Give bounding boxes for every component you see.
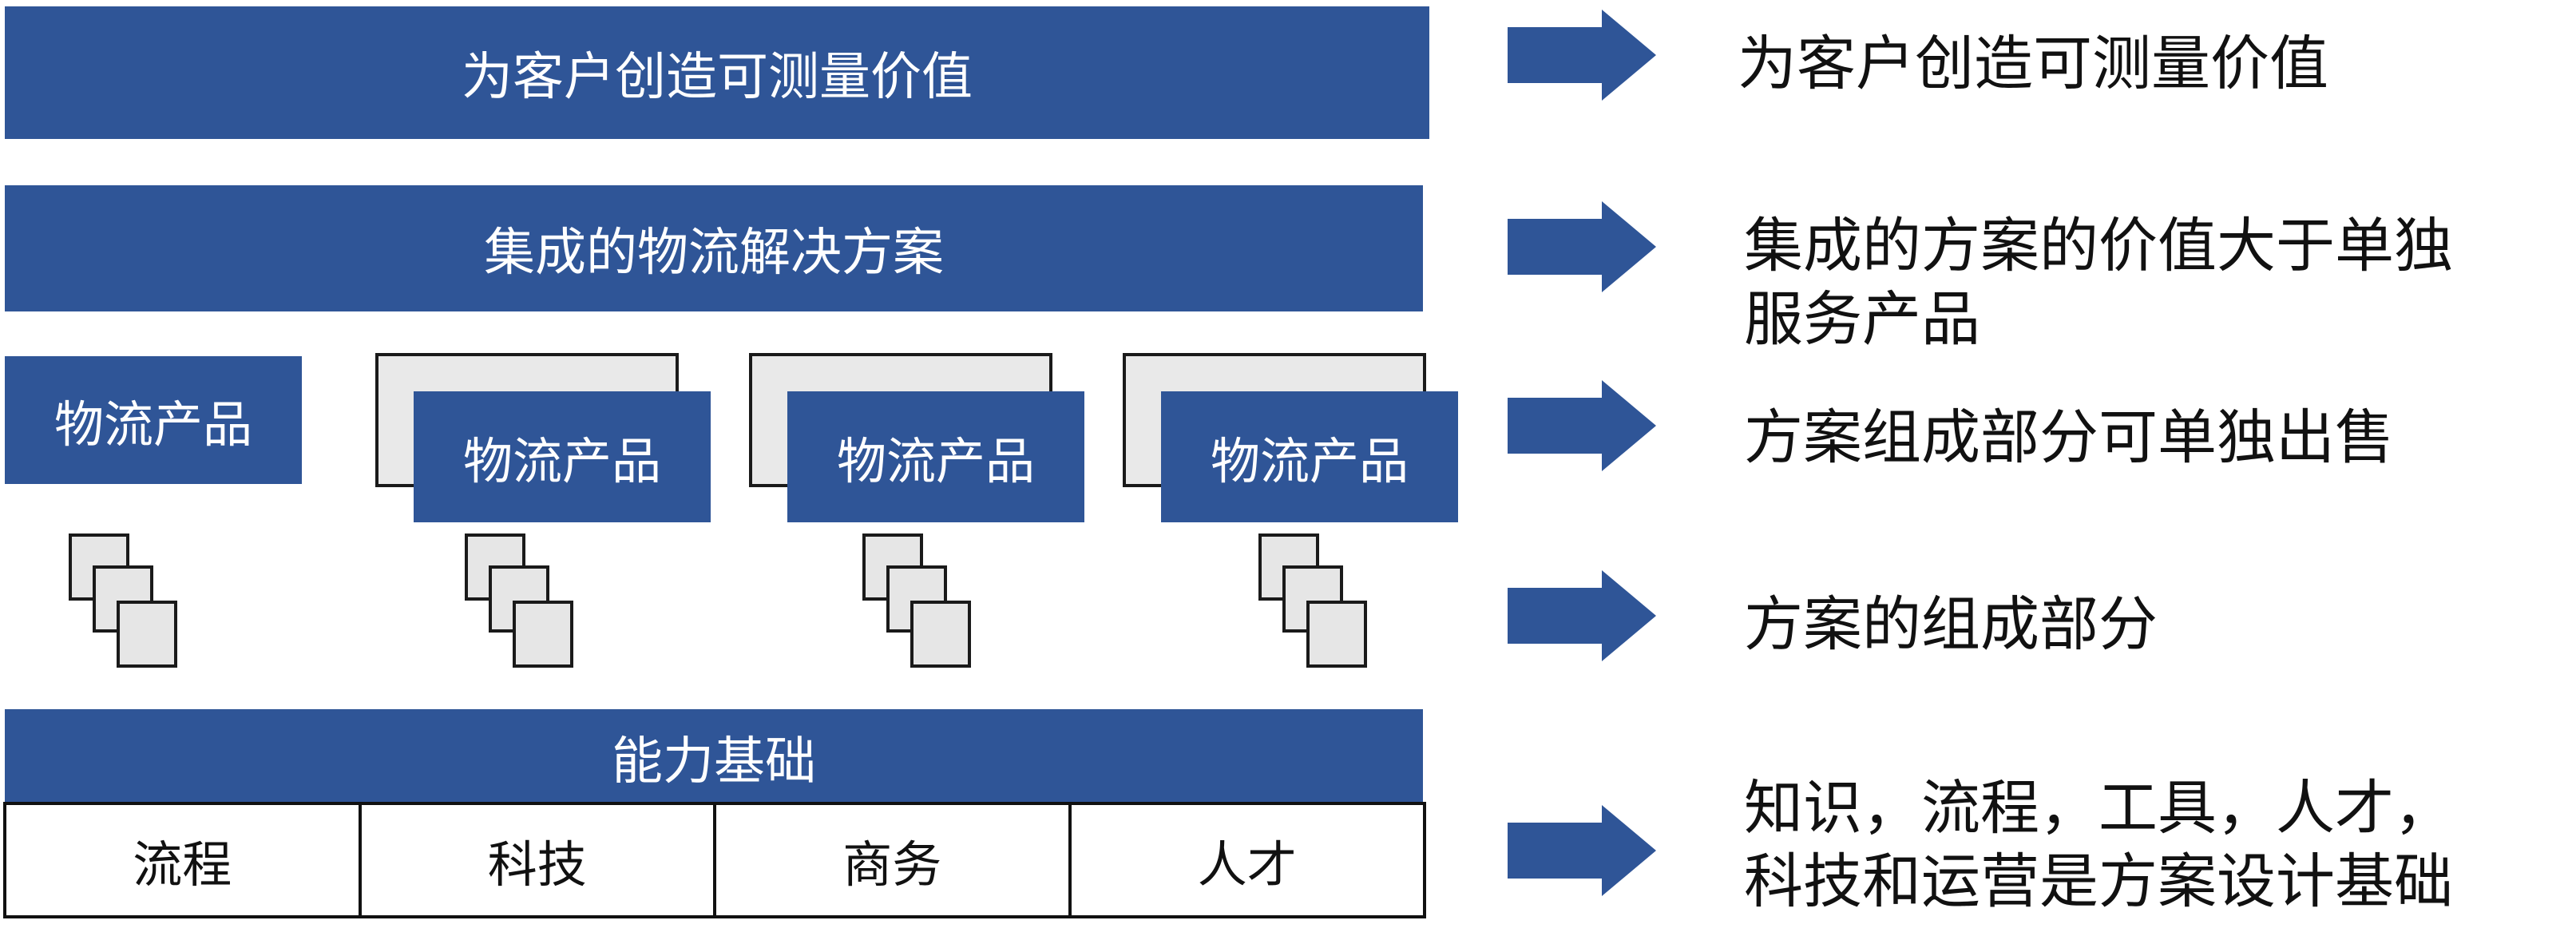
right-text-5-line1: 知识，流程，工具，人才， bbox=[1744, 774, 2453, 843]
foundation-cell-tech: 科技 bbox=[362, 805, 716, 915]
cell-label: 科技 bbox=[487, 835, 587, 894]
right-text-4: 方案的组成部分 bbox=[1744, 590, 2158, 659]
foundation-cell-process: 流程 bbox=[6, 805, 362, 915]
product-box-2: 物流产品 bbox=[414, 391, 711, 522]
foundation-band: 能力基础 bbox=[5, 709, 1423, 805]
right-arrow-icon bbox=[1508, 805, 1656, 896]
document-stack-icon bbox=[69, 533, 182, 680]
product-label: 物流产品 bbox=[1210, 432, 1409, 490]
right-text-1: 为客户创造可测量价值 bbox=[1738, 30, 2328, 98]
foundation-band-label: 能力基础 bbox=[612, 732, 816, 791]
document-stack-icon bbox=[862, 533, 976, 680]
foundation-cell-talent: 人才 bbox=[1072, 805, 1424, 915]
foundation-table: 流程 科技 商务 人才 bbox=[3, 802, 1426, 918]
right-text-2-line2: 服务产品 bbox=[1744, 285, 1980, 354]
product-label: 物流产品 bbox=[462, 432, 661, 490]
right-arrow-icon bbox=[1508, 10, 1656, 101]
right-text-5-line2: 科技和运营是方案设计基础 bbox=[1744, 847, 2453, 916]
product-box-1: 物流产品 bbox=[5, 356, 302, 484]
product-box-4: 物流产品 bbox=[1161, 391, 1458, 522]
solution-band: 集成的物流解决方案 bbox=[5, 185, 1423, 311]
right-arrow-icon bbox=[1508, 570, 1656, 661]
product-box-3: 物流产品 bbox=[787, 391, 1084, 522]
document-stack-icon bbox=[465, 533, 578, 680]
right-text-5: 知识，流程，工具，人才， 科技和运营是方案设计基础 bbox=[1744, 771, 2453, 918]
right-text-2: 集成的方案的价值大于单独 服务产品 bbox=[1744, 209, 2453, 356]
document-stack-icon bbox=[1258, 533, 1372, 680]
product-label: 物流产品 bbox=[54, 395, 252, 454]
value-band: 为客户创造可测量价值 bbox=[5, 6, 1429, 139]
right-text-3: 方案组成部分可单独出售 bbox=[1744, 403, 2394, 472]
cell-label: 人才 bbox=[1197, 835, 1297, 894]
right-text-2-line1: 集成的方案的价值大于单独 bbox=[1744, 212, 2453, 280]
cell-label: 商务 bbox=[842, 835, 942, 894]
solution-band-label: 集成的物流解决方案 bbox=[484, 224, 944, 283]
value-band-label: 为客户创造可测量价值 bbox=[462, 48, 973, 107]
right-arrow-icon bbox=[1508, 201, 1656, 292]
foundation-cell-business: 商务 bbox=[716, 805, 1072, 915]
cell-label: 流程 bbox=[133, 835, 232, 894]
product-label: 物流产品 bbox=[836, 432, 1035, 490]
right-arrow-icon bbox=[1508, 380, 1656, 471]
